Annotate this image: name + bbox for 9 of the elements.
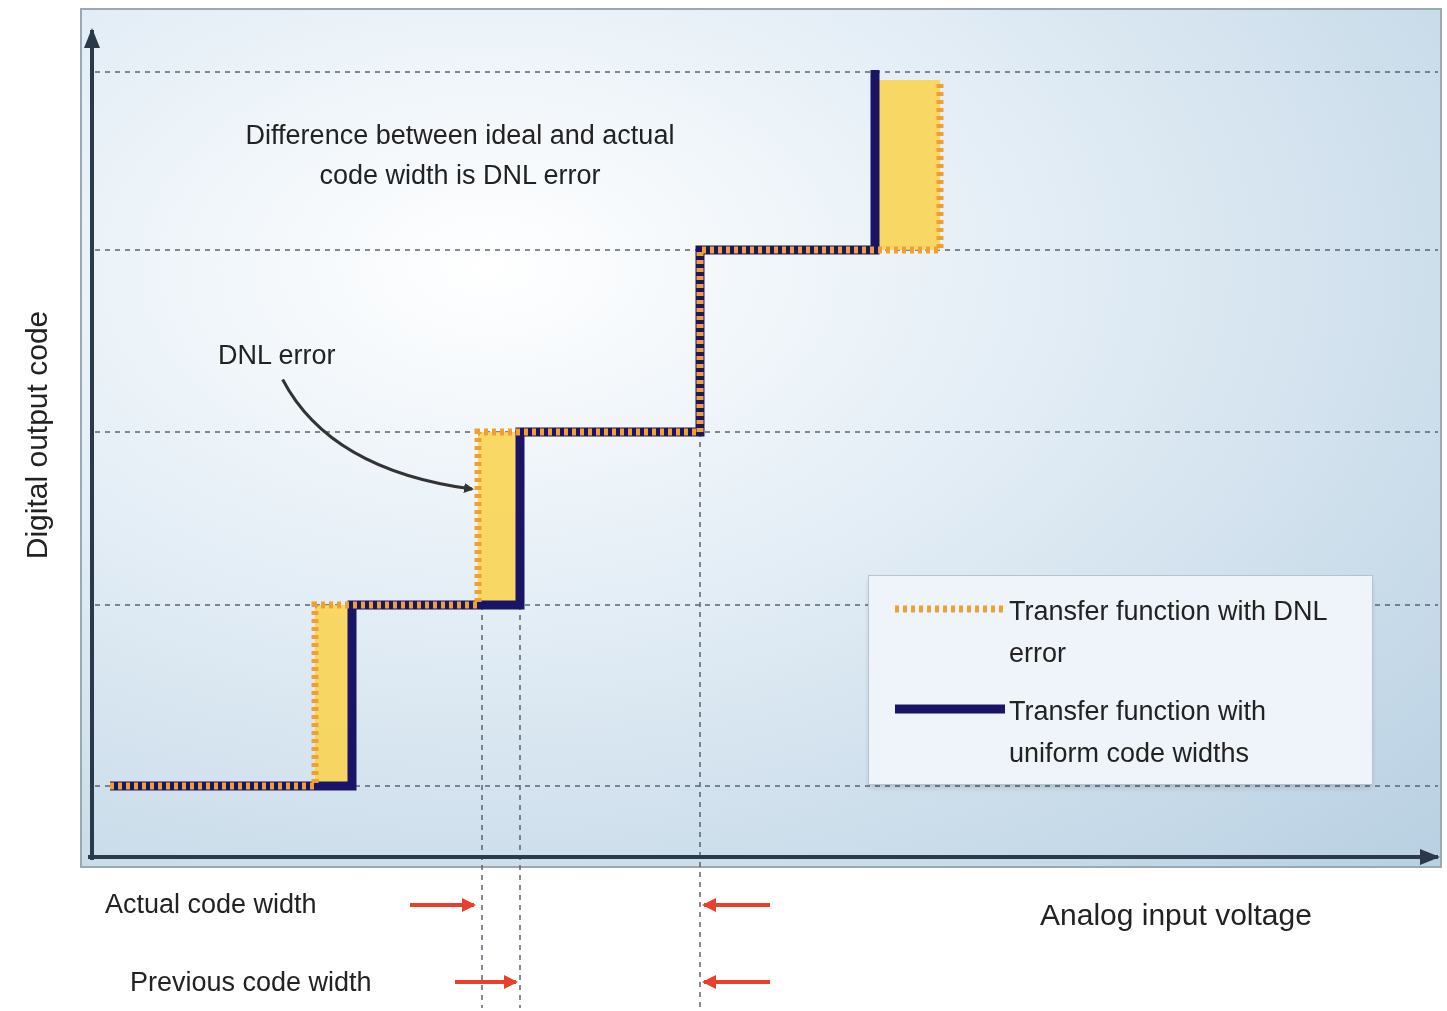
legend-label: Transfer function with DNL error xyxy=(1009,595,1328,670)
dimension-label: Actual code width xyxy=(105,888,317,921)
axis-label: Digital output code xyxy=(18,310,54,560)
axis-label: Analog input voltage xyxy=(1040,897,1312,933)
legend-label: Transfer function with uniform code widths xyxy=(1009,695,1268,770)
leader-arrow xyxy=(281,378,474,493)
callout-text: DNL error xyxy=(218,335,336,376)
annotation-text: Difference between ideal and actual code width is DNL error xyxy=(245,119,675,192)
dimension-label: Previous code width xyxy=(130,966,372,999)
